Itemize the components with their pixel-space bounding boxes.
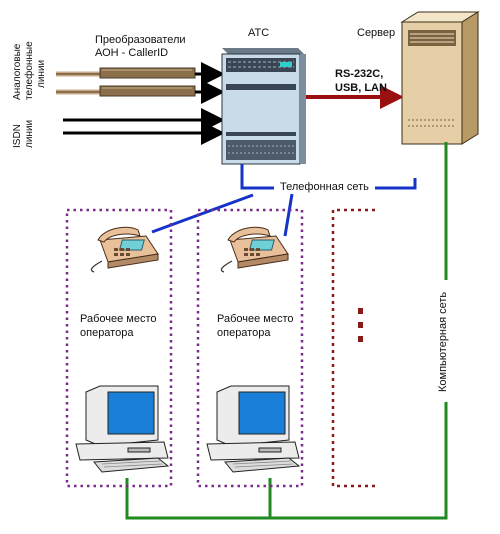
computer-network-lines: [125, 142, 448, 520]
workstation-label-1b: оператора: [80, 327, 134, 339]
workstation-label-1a: Рабочее место: [80, 313, 157, 325]
workstation-frame-2: [196, 208, 304, 488]
more-workstations-dots: [358, 308, 363, 342]
interface-label-2: USB, LAN: [335, 82, 387, 94]
phone-network-label: Телефонная сеть: [280, 181, 369, 193]
converter-icon: [99, 67, 196, 97]
workstation-label-2a: Рабочее место: [217, 313, 294, 325]
telephone-icon: [90, 226, 159, 273]
interface-label-1: RS-232C,: [335, 68, 384, 80]
workstation-label-2b: оператора: [217, 327, 271, 339]
computer-icon: [206, 385, 301, 473]
telephone-icon: [220, 226, 289, 273]
isdn-label-2: линии: [24, 119, 35, 148]
server-icon: [400, 11, 480, 145]
server-label: Сервер: [357, 27, 396, 39]
phone-network-lines: [151, 164, 417, 237]
workstation-frame-1: [65, 208, 173, 488]
pbx-label: АТС: [248, 27, 270, 39]
converters-label-2: АОН - CallerID: [95, 47, 169, 59]
analog-lines-label-3: линии: [36, 59, 47, 88]
converters-label-1: Преобразователи: [95, 34, 186, 46]
computer-network-label: Компьютерная сеть: [437, 291, 449, 392]
computer-icon: [75, 385, 170, 473]
extra-workstation-frame: [331, 208, 375, 488]
pbx-icon: [221, 48, 306, 165]
